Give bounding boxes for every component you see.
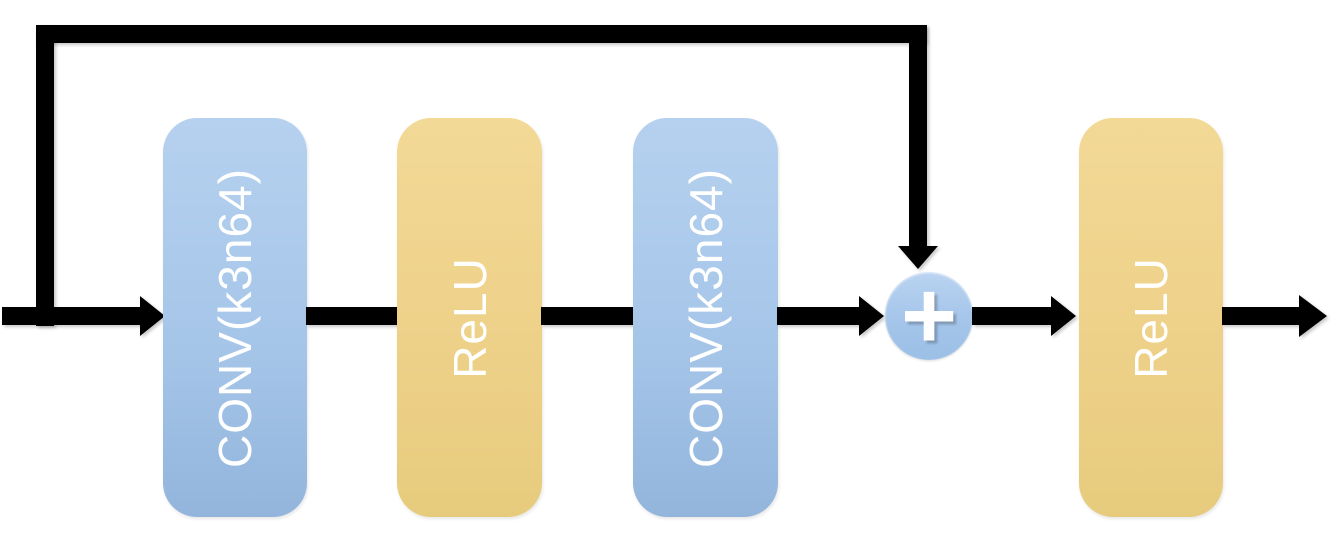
plus-icon: + <box>900 262 958 369</box>
conv1-block: CONV(k3n64) <box>163 118 307 517</box>
conv1-to-relu1-line <box>306 307 398 325</box>
skip-connection-arrowhead-down-icon <box>898 246 938 269</box>
skip-connection-left-vertical-line <box>36 25 54 326</box>
conv2-to-add-line <box>777 307 859 325</box>
output-arrowhead-icon <box>1299 295 1327 337</box>
input-arrowhead-icon <box>140 296 165 336</box>
skip-connection-right-vertical-line <box>909 25 927 246</box>
conv2-to-add-arrowhead-icon <box>859 296 884 336</box>
skip-connection-top-line <box>36 25 926 43</box>
relu2-label: ReLU <box>1124 256 1177 379</box>
relu1-block: ReLU <box>397 118 542 517</box>
conv2-label: CONV(k3n64) <box>679 167 732 468</box>
relu1-label: ReLU <box>443 256 496 379</box>
output-arrow-line <box>1222 307 1299 325</box>
relu2-block: ReLU <box>1079 118 1223 517</box>
elementwise-add-node: + <box>885 262 973 369</box>
conv1-label: CONV(k3n64) <box>209 167 261 468</box>
input-arrow-line <box>2 307 141 325</box>
relu1-to-conv2-line <box>541 307 634 325</box>
conv2-block: CONV(k3n64) <box>633 118 778 517</box>
add-to-relu2-arrowhead-icon <box>1051 296 1076 336</box>
add-to-relu2-line <box>972 307 1051 325</box>
